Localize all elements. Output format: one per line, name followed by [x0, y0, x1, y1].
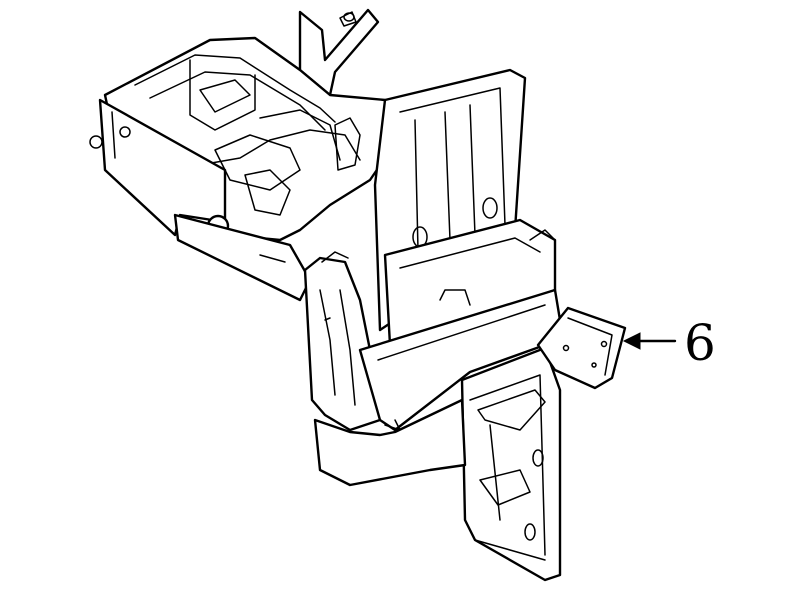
vertical-leg: [460, 346, 562, 582]
callout-number: 6: [684, 314, 716, 372]
bottom-skirt: [313, 398, 467, 487]
lower-front-face: [358, 288, 562, 432]
callout-arrow: [622, 332, 677, 350]
lower-side-wall: [303, 251, 382, 432]
side-ear-bracket: [536, 306, 627, 390]
